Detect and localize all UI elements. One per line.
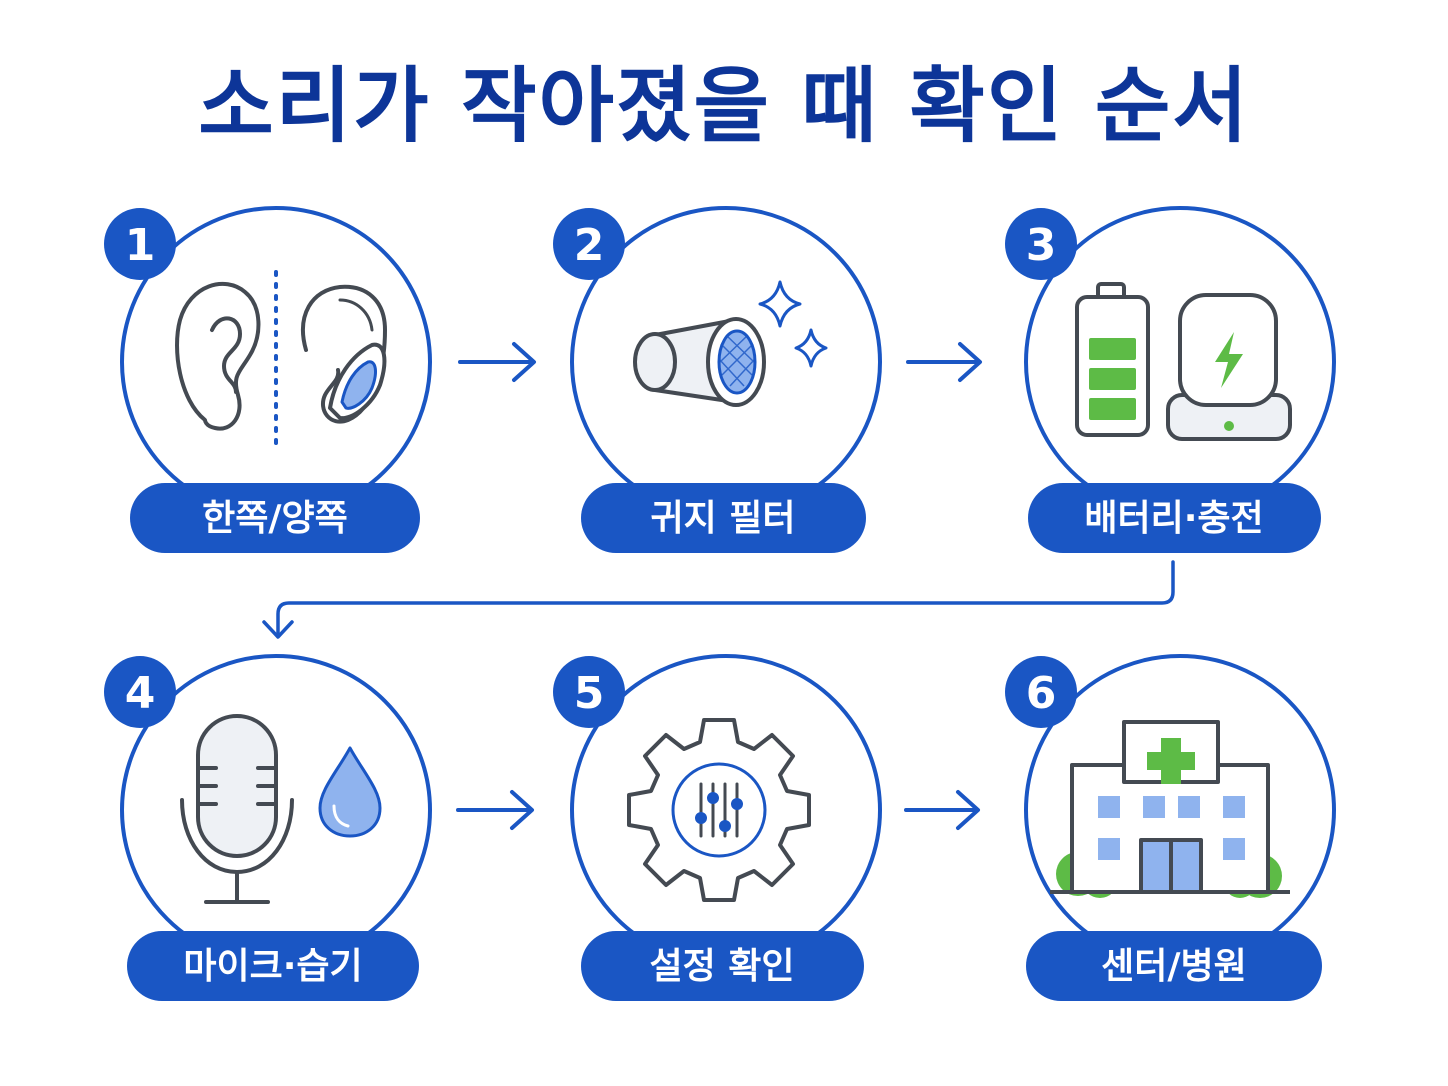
ears-icon <box>175 270 387 450</box>
step-label-pill <box>581 483 866 553</box>
step-6: 센터/병원 6 <box>1005 654 1336 1001</box>
step-1: 한쪽/양쪽 1 <box>104 206 432 553</box>
step-2: 귀지 필터 2 <box>553 206 882 553</box>
hospital-icon <box>1050 720 1290 898</box>
step-label-pill <box>127 931 419 1001</box>
step-number-badge <box>1005 208 1077 280</box>
step-label: 배터리·충전 <box>1084 498 1263 539</box>
step-5: 설정 확인 5 <box>553 654 882 1001</box>
step-label-pill <box>581 931 864 1001</box>
step-4: 마이크·습기 4 <box>104 654 432 1001</box>
settings-gear-icon <box>627 718 811 902</box>
step-label: 마이크·습기 <box>183 946 362 987</box>
battery-charger-icon <box>1075 282 1292 441</box>
arrow-4-5 <box>456 790 534 830</box>
arrow-2-3 <box>906 342 982 382</box>
step-3: 배터리·충전 3 <box>1005 206 1336 553</box>
step-number-badge <box>1005 656 1077 728</box>
arrow-1-2 <box>458 342 536 382</box>
step-label-pill <box>1028 483 1321 553</box>
step-label-pill <box>1026 931 1322 1001</box>
step-number: 3 <box>1026 220 1057 271</box>
step-number: 6 <box>1026 668 1057 719</box>
step-number-badge <box>104 208 176 280</box>
wax-filter-icon <box>633 280 828 407</box>
step-number: 4 <box>125 668 156 719</box>
step-label: 센터/병원 <box>1101 946 1247 987</box>
step-label: 설정 확인 <box>649 946 794 987</box>
microphone-moisture-icon <box>180 714 382 904</box>
page-title: 소리가 작아졌을 때 확인 순서 <box>198 59 1250 154</box>
step-number-badge <box>553 656 625 728</box>
arrow-5-6 <box>904 790 980 830</box>
step-label: 한쪽/양쪽 <box>202 498 348 539</box>
step-number: 1 <box>125 220 156 271</box>
step-number-badge <box>553 208 625 280</box>
arrow-3-4 <box>262 560 1175 639</box>
step-number: 5 <box>574 668 605 719</box>
step-number-badge <box>104 656 176 728</box>
step-number: 2 <box>574 220 605 271</box>
step-label: 귀지 필터 <box>650 498 795 539</box>
step-label-pill <box>130 483 420 553</box>
